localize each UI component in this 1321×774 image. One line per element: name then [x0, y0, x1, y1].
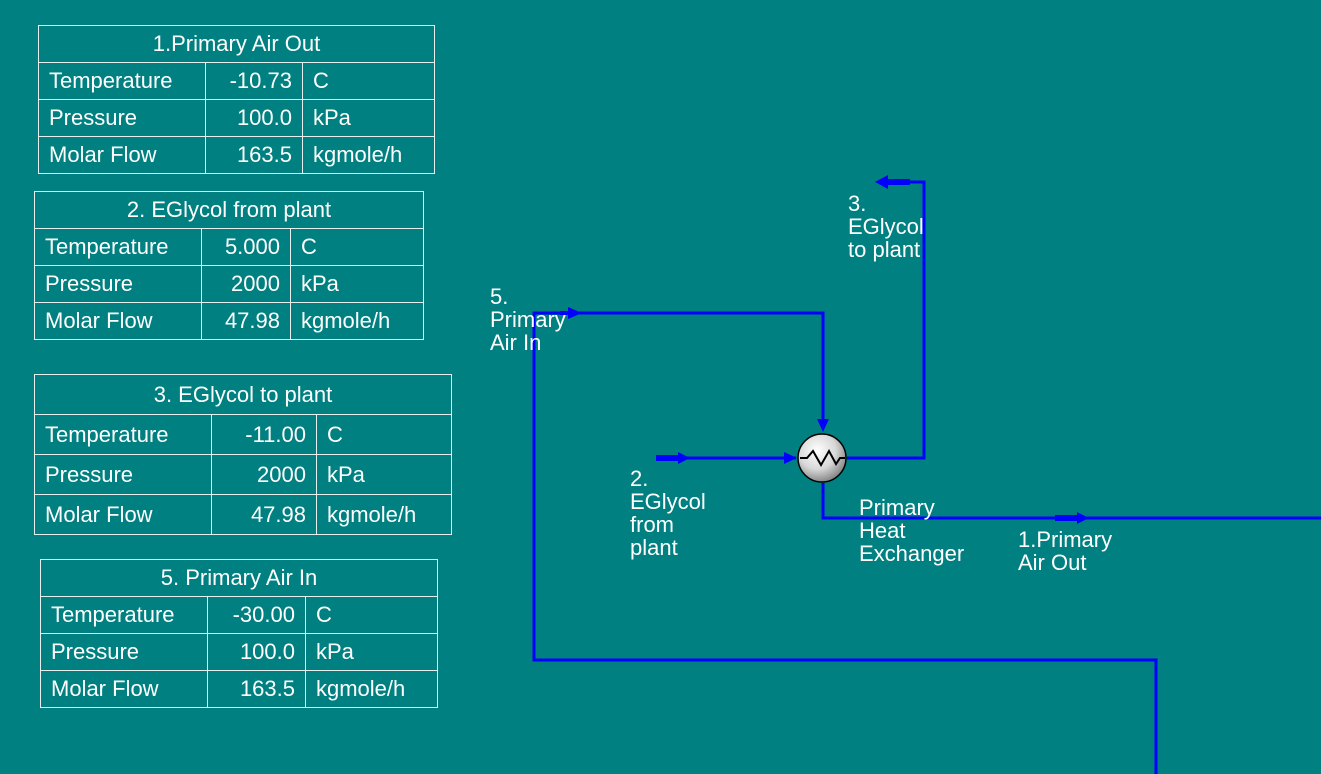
- stream-table-eglycol-to-plant: 3. EGlycol to plant Temperature -11.00 C…: [34, 374, 452, 535]
- property-value[interactable]: 163.5: [205, 136, 303, 174]
- property-label: Molar Flow: [34, 302, 202, 340]
- property-label: Molar Flow: [34, 494, 212, 535]
- label-line: plant: [630, 535, 678, 560]
- table-title: 3. EGlycol to plant: [34, 374, 452, 415]
- property-label: Temperature: [38, 62, 206, 100]
- stream-1-arrow-bar: [1055, 515, 1079, 521]
- table-row: Molar Flow 163.5 kgmole/h: [38, 136, 435, 174]
- property-value[interactable]: 47.98: [201, 302, 291, 340]
- property-value[interactable]: 47.98: [211, 494, 317, 535]
- stream-table-primary-air-in: 5. Primary Air In Temperature -30.00 C P…: [39, 559, 439, 708]
- stream-1-arrow-icon[interactable]: [1077, 512, 1089, 524]
- label-line: Exchanger: [859, 541, 965, 566]
- property-label: Pressure: [40, 633, 208, 671]
- stream-5-arrow-icon[interactable]: [568, 307, 582, 319]
- label-line: 5.: [490, 284, 509, 309]
- property-unit: kPa: [302, 99, 435, 137]
- label-line: Primary: [859, 495, 935, 520]
- table-row: Pressure 2000 kPa: [34, 265, 424, 303]
- property-value[interactable]: 163.5: [207, 670, 306, 708]
- heat-exchanger-icon[interactable]: [797, 433, 847, 483]
- label-line: 2.: [630, 466, 649, 491]
- stream-2-arrow-icon[interactable]: [678, 452, 690, 464]
- property-value[interactable]: -30.00: [207, 596, 306, 634]
- label-line: Air Out: [1018, 550, 1087, 575]
- stream-5-label[interactable]: 5. Primary Air In: [490, 285, 566, 354]
- label-line: 3.: [848, 191, 867, 216]
- property-unit: kgmole/h: [316, 494, 452, 535]
- stream-3-arrow-icon[interactable]: [875, 175, 888, 189]
- property-value[interactable]: 100.0: [207, 633, 306, 671]
- label-line: Primary: [490, 307, 566, 332]
- label-line: EGlycol: [848, 214, 924, 239]
- table-title: 2. EGlycol from plant: [34, 191, 424, 229]
- table-row: Pressure 100.0 kPa: [40, 633, 439, 671]
- stream-1-label[interactable]: 1.Primary Air Out: [1018, 528, 1112, 574]
- table-row: Molar Flow 47.98 kgmole/h: [34, 494, 452, 535]
- stream-3-arrow-bar: [886, 179, 910, 185]
- table-row: Temperature -11.00 C: [34, 414, 452, 455]
- property-unit: kPa: [290, 265, 424, 303]
- label-line: EGlycol: [630, 489, 706, 514]
- stream-2-label[interactable]: 2. EGlycol from plant: [630, 467, 706, 559]
- label-line: from: [630, 512, 674, 537]
- property-label: Molar Flow: [40, 670, 208, 708]
- table-row: Temperature -30.00 C: [40, 596, 439, 634]
- property-label: Temperature: [34, 414, 212, 455]
- stream-table-eglycol-from-plant: 2. EGlycol from plant Temperature 5.000 …: [34, 191, 424, 340]
- property-value[interactable]: -10.73: [205, 62, 303, 100]
- stream-5-inlet-arrowhead-icon: [817, 419, 829, 432]
- label-line: 1.Primary: [1018, 527, 1113, 552]
- property-value[interactable]: 100.0: [205, 99, 303, 137]
- property-label: Pressure: [34, 454, 212, 495]
- table-row: Molar Flow 163.5 kgmole/h: [40, 670, 439, 708]
- property-unit: kPa: [304, 633, 439, 671]
- table-title: 1.Primary Air Out: [38, 25, 435, 63]
- table-row: Molar Flow 47.98 kgmole/h: [34, 302, 424, 340]
- property-unit: C: [304, 596, 439, 634]
- property-label: Pressure: [34, 265, 202, 303]
- property-value[interactable]: 2000: [211, 454, 317, 495]
- property-value[interactable]: -11.00: [211, 414, 317, 455]
- property-label: Temperature: [40, 596, 208, 634]
- stream-table-primary-air-out: 1.Primary Air Out Temperature -10.73 C P…: [38, 25, 435, 174]
- stream-1-line[interactable]: [821, 483, 1321, 520]
- stream-2-arrow-bar: [656, 455, 680, 461]
- label-line: Heat: [859, 518, 906, 543]
- heat-exchanger-label[interactable]: Primary Heat Exchanger: [859, 496, 964, 565]
- label-line: Air In: [490, 330, 542, 355]
- stream-2-inlet-arrowhead-icon: [784, 452, 797, 464]
- stream-5-arrow-bar: [560, 311, 570, 315]
- property-unit: kgmole/h: [304, 670, 439, 708]
- label-line: to plant: [848, 237, 921, 262]
- property-unit: kgmole/h: [290, 302, 424, 340]
- property-unit: kgmole/h: [302, 136, 435, 174]
- stream-5-line[interactable]: [532, 311, 1158, 774]
- property-unit: C: [316, 414, 452, 455]
- property-label: Temperature: [34, 228, 202, 266]
- stream-3-label[interactable]: 3. EGlycol to plant: [848, 192, 924, 261]
